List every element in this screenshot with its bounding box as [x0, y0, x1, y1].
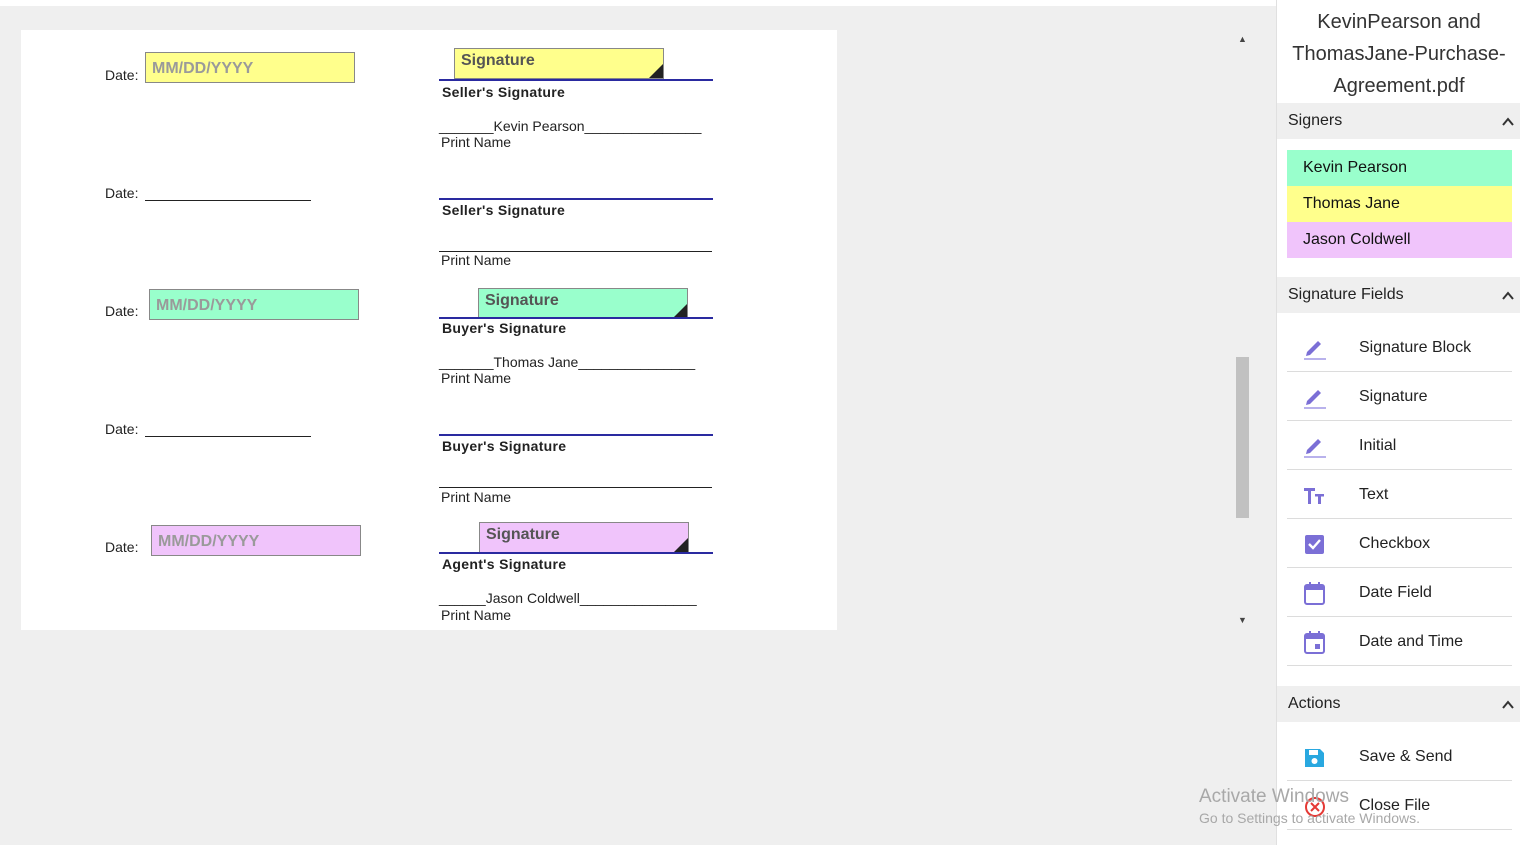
date-label: Date:	[105, 303, 139, 319]
date-label: Date:	[105, 539, 139, 555]
print-name-line	[439, 487, 712, 488]
close-file-button[interactable]: Close File	[1287, 782, 1512, 830]
signature-field-label: Signature	[486, 526, 560, 543]
signature-field-agent[interactable]: Signature	[479, 522, 689, 553]
signers-header-label: Signers	[1288, 112, 1343, 129]
date-label: Date:	[105, 67, 139, 83]
chevron-up-icon[interactable]	[1501, 277, 1515, 326]
signature-line	[439, 552, 713, 554]
resize-handle[interactable]	[673, 304, 687, 318]
tool-label: Signature	[1359, 388, 1428, 405]
date-blank-line	[145, 436, 311, 437]
tool-label: Initial	[1359, 437, 1397, 454]
signer-jason-coldwell[interactable]: Jason Coldwell	[1287, 222, 1512, 258]
date-field-seller[interactable]: MM/DD/YYYY	[145, 52, 355, 83]
signature-field-seller[interactable]: Signature	[454, 48, 664, 79]
tool-checkbox[interactable]: Checkbox	[1287, 520, 1512, 568]
pdf-page: Date: MM/DD/YYYY Signature Seller's Sign…	[21, 30, 837, 630]
signature-field-label: Signature	[485, 292, 559, 309]
close-circle-icon	[1301, 794, 1329, 820]
tool-initial[interactable]: Initial	[1287, 422, 1512, 470]
tool-label: Signature Block	[1359, 339, 1472, 356]
print-name-label: Print Name	[441, 252, 512, 268]
save-and-send-button[interactable]: Save & Send	[1287, 733, 1512, 781]
scrollbar-thumb[interactable]	[1236, 357, 1249, 518]
print-name-label: Print Name	[441, 607, 512, 623]
chevron-up-icon[interactable]	[1501, 103, 1515, 152]
date-label: Date:	[105, 185, 139, 201]
signers-section-header[interactable]: Signers	[1277, 103, 1520, 139]
document-viewer[interactable]: Date: MM/DD/YYYY Signature Seller's Sign…	[0, 6, 1276, 845]
signature-fields-section-header[interactable]: Signature Fields	[1277, 277, 1520, 313]
tool-signature-block[interactable]: Signature Block	[1287, 324, 1512, 372]
signer-kevin-pearson[interactable]: Kevin Pearson	[1287, 150, 1512, 186]
pencil-icon	[1301, 336, 1329, 362]
tool-label: Date Field	[1359, 584, 1432, 601]
signature-line	[439, 79, 713, 81]
tool-label: Text	[1359, 486, 1389, 503]
chevron-up-icon[interactable]	[1501, 686, 1515, 735]
pencil-icon	[1301, 434, 1329, 460]
action-label: Close File	[1359, 797, 1431, 814]
action-label: Save & Send	[1359, 748, 1453, 765]
printed-name: ______Jason Coldwell_______________	[439, 590, 697, 606]
signature-line	[439, 198, 713, 200]
text-size-icon	[1301, 483, 1329, 509]
print-name-line	[439, 251, 712, 252]
floppy-disk-icon	[1301, 745, 1329, 771]
actions-header-label: Actions	[1288, 695, 1341, 712]
sidebar: KevinPearson and ThomasJane-Purchase-Agr…	[1276, 0, 1520, 845]
signature-line	[439, 317, 713, 319]
print-name-label: Print Name	[441, 134, 512, 150]
tool-signature[interactable]: Signature	[1287, 373, 1512, 421]
date-label: Date:	[105, 421, 139, 437]
tool-label: Checkbox	[1359, 535, 1431, 552]
tool-label: Date and Time	[1359, 633, 1464, 650]
resize-handle[interactable]	[649, 64, 663, 78]
signer-thomas-jane[interactable]: Thomas Jane	[1287, 186, 1512, 222]
top-strip	[0, 0, 1276, 6]
resize-handle[interactable]	[674, 538, 688, 552]
print-name-label: Print Name	[441, 370, 512, 386]
signature-field-buyer[interactable]: Signature	[478, 288, 688, 319]
role-label: Buyer's Signature	[442, 438, 567, 454]
date-field-agent[interactable]: MM/DD/YYYY	[151, 525, 361, 556]
tool-date-field[interactable]: Date Field	[1287, 569, 1512, 617]
tool-text[interactable]: Text	[1287, 471, 1512, 519]
calendar-event-icon	[1301, 630, 1329, 656]
signature-field-label: Signature	[461, 52, 535, 69]
actions-section-header[interactable]: Actions	[1277, 686, 1520, 722]
scroll-down-arrow-icon[interactable]: ▼	[1238, 615, 1247, 625]
role-label: Seller's Signature	[442, 202, 566, 218]
print-name-label: Print Name	[441, 489, 512, 505]
role-label: Agent's Signature	[442, 556, 567, 572]
fields-header-label: Signature Fields	[1288, 286, 1404, 303]
date-field-buyer[interactable]: MM/DD/YYYY	[149, 289, 359, 320]
checkbox-icon	[1301, 532, 1329, 558]
document-title: KevinPearson and ThomasJane-Purchase-Agr…	[1292, 11, 1506, 97]
role-label: Seller's Signature	[442, 84, 566, 100]
scroll-up-arrow-icon[interactable]: ▲	[1238, 34, 1247, 44]
pencil-icon	[1301, 385, 1329, 411]
printed-name: _______Thomas Jane_______________	[439, 354, 696, 370]
role-label: Buyer's Signature	[442, 320, 567, 336]
tool-date-and-time[interactable]: Date and Time	[1287, 618, 1512, 666]
signature-line	[439, 434, 713, 436]
printed-name: _______Kevin Pearson_______________	[439, 118, 702, 134]
calendar-icon	[1301, 581, 1329, 607]
date-blank-line	[145, 200, 311, 201]
